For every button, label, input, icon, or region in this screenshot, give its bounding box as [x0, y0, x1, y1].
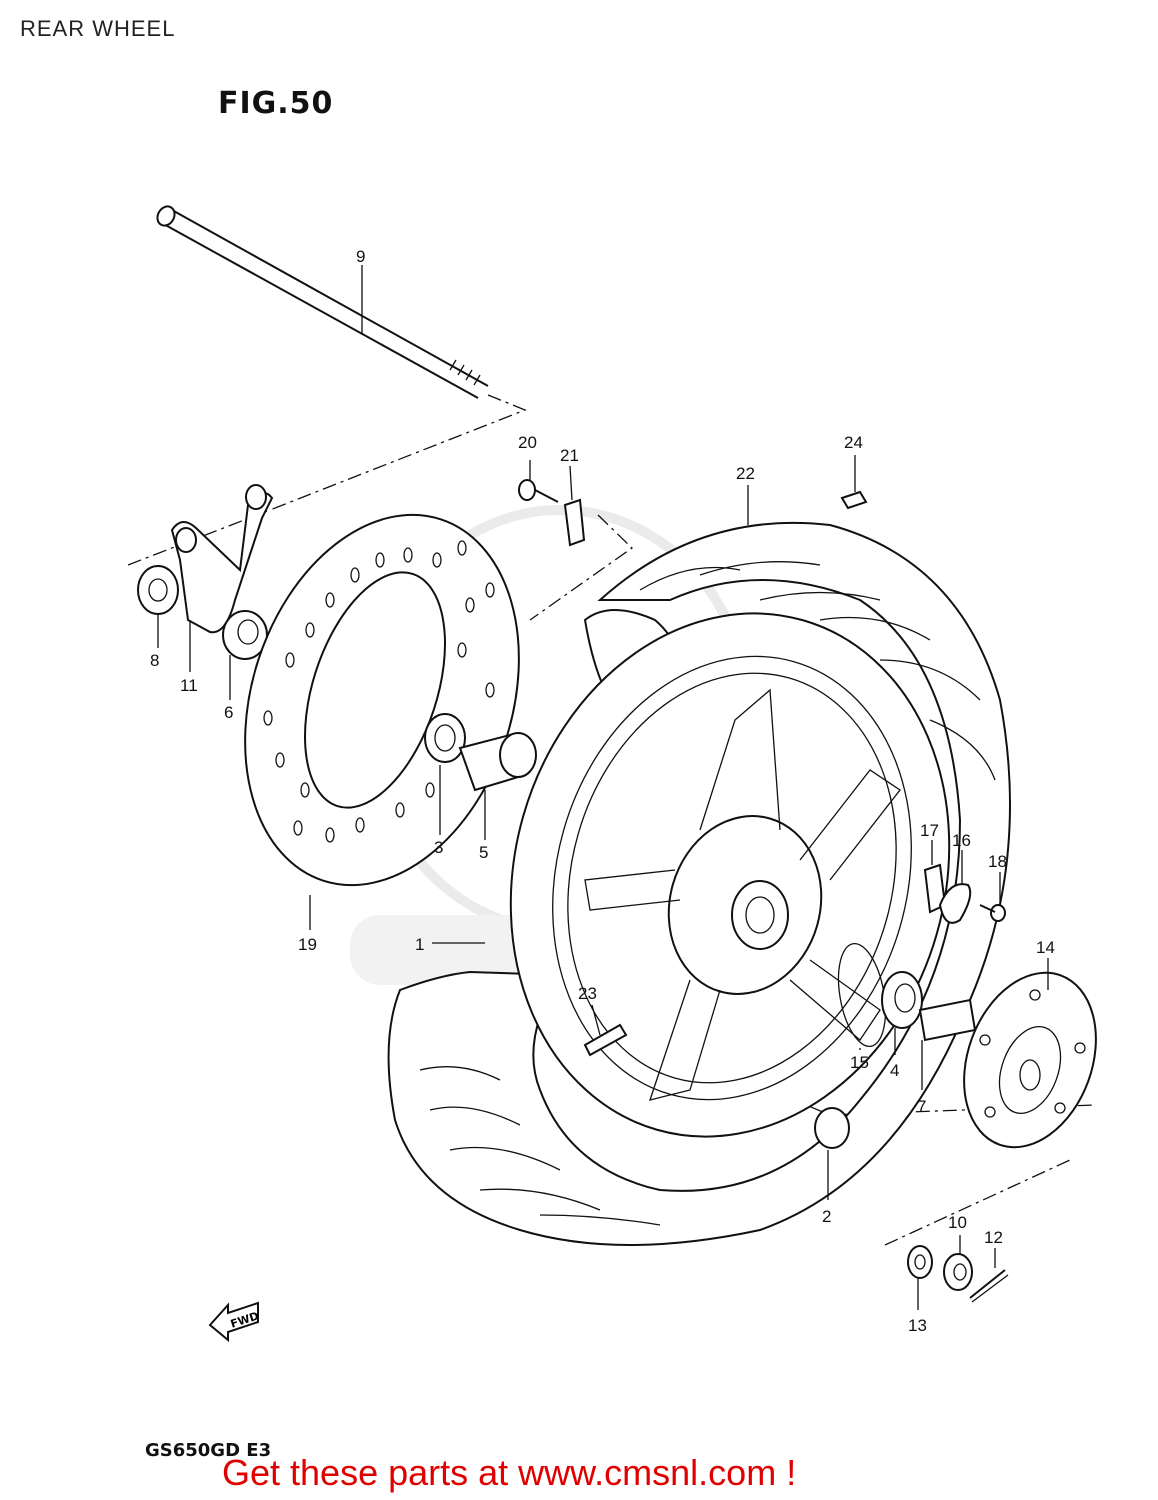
callout-16: 16 — [952, 831, 971, 850]
callout-13: 13 — [908, 1316, 927, 1335]
lock-plate-part-21[interactable] — [563, 465, 586, 547]
cotter-pin-part-12[interactable] — [969, 1248, 1009, 1303]
callout-22: 22 — [736, 464, 755, 483]
callout-12: 12 — [984, 1228, 1003, 1247]
callout-10: 10 — [948, 1213, 967, 1232]
callout-labels: 1 2 3 4 5 6 7 8 9 10 11 12 13 14 15 16 1… — [150, 247, 1055, 1335]
rear-hub-part-14[interactable] — [941, 954, 1119, 1166]
bolt-part-20[interactable] — [518, 460, 559, 503]
washer-part-13[interactable] — [907, 1245, 933, 1310]
callout-3: 3 — [434, 838, 443, 857]
callout-2: 2 — [822, 1207, 831, 1226]
callout-17: 17 — [920, 821, 939, 840]
callout-8: 8 — [150, 651, 159, 670]
callout-19: 19 — [298, 935, 317, 954]
callout-1: 1 — [415, 935, 424, 954]
brake-disc-part-19[interactable] — [200, 479, 565, 930]
valve-cap-part-24[interactable] — [840, 455, 868, 510]
callout-15: 15 — [850, 1053, 869, 1072]
valve-stem-part-23[interactable] — [583, 1004, 628, 1057]
wheel-rim-part-1[interactable] — [432, 561, 1010, 1189]
chain-adjuster-plate-part-16[interactable] — [938, 850, 972, 924]
figure-label: FIG.50 — [218, 86, 334, 121]
spacer-part-8[interactable] — [137, 565, 179, 615]
callout-5: 5 — [479, 843, 488, 862]
callout-9: 9 — [356, 247, 365, 266]
callout-23: 23 — [578, 984, 597, 1003]
cta-link[interactable]: Get these parts at www.cmsnl.com ! — [222, 1452, 797, 1493]
callout-4: 4 — [890, 1061, 899, 1080]
forward-arrow-icon: FWD — [208, 1301, 260, 1343]
callout-24: 24 — [844, 433, 863, 452]
axle-part-9[interactable] — [154, 203, 489, 399]
damper-part-2[interactable] — [814, 1107, 850, 1200]
bearing-part-3[interactable] — [424, 713, 466, 835]
callout-20: 20 — [518, 433, 537, 452]
bearing-part-4[interactable] — [881, 971, 923, 1055]
bolt-part-18[interactable] — [979, 872, 1006, 922]
callout-21: 21 — [560, 446, 579, 465]
callout-18: 18 — [988, 852, 1007, 871]
callout-6: 6 — [224, 703, 233, 722]
callout-7: 7 — [917, 1097, 926, 1116]
caliper-bracket-part-11[interactable] — [170, 484, 274, 634]
callout-14: 14 — [1036, 938, 1055, 957]
spacer-part-5[interactable] — [458, 732, 537, 840]
model-code: GS650GD E3 — [145, 1440, 272, 1461]
castle-nut-part-10[interactable] — [943, 1235, 973, 1291]
callout-11: 11 — [180, 676, 198, 695]
page-title: REAR WHEEL — [20, 16, 176, 41]
